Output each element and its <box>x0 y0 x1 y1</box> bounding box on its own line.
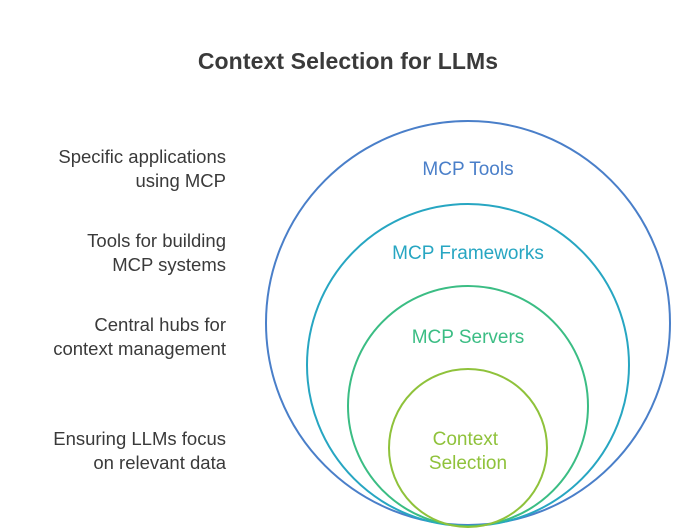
description-line: Ensuring LLMs focus <box>53 428 226 449</box>
layer-label-mcp-tools: MCP Tools <box>422 159 513 180</box>
description-line: context management <box>53 338 226 359</box>
layer-description-tools: Specific applications using MCP <box>0 145 226 193</box>
layer-description-servers: Central hubs for context management <box>0 313 226 361</box>
circle-mcp-servers <box>347 285 589 527</box>
layer-description-frameworks: Tools for building MCP systems <box>0 229 226 277</box>
description-line: Tools for building <box>87 230 226 251</box>
layer-label-mcp-frameworks: MCP Frameworks <box>392 243 544 264</box>
description-line: using MCP <box>135 170 226 191</box>
circle-context-selection <box>388 368 548 528</box>
layer-label-mcp-servers: MCP Servers <box>412 327 525 348</box>
description-line: Central hubs for <box>94 314 226 335</box>
diagram-title: Context Selection for LLMs <box>197 48 499 74</box>
description-line: MCP systems <box>112 254 226 275</box>
description-line: Specific applications <box>58 146 226 167</box>
description-line: on relevant data <box>93 452 226 473</box>
layer-label-context-selection: Context Selection <box>429 429 507 474</box>
layer-description-context-selection: Ensuring LLMs focus on relevant data <box>0 427 226 475</box>
